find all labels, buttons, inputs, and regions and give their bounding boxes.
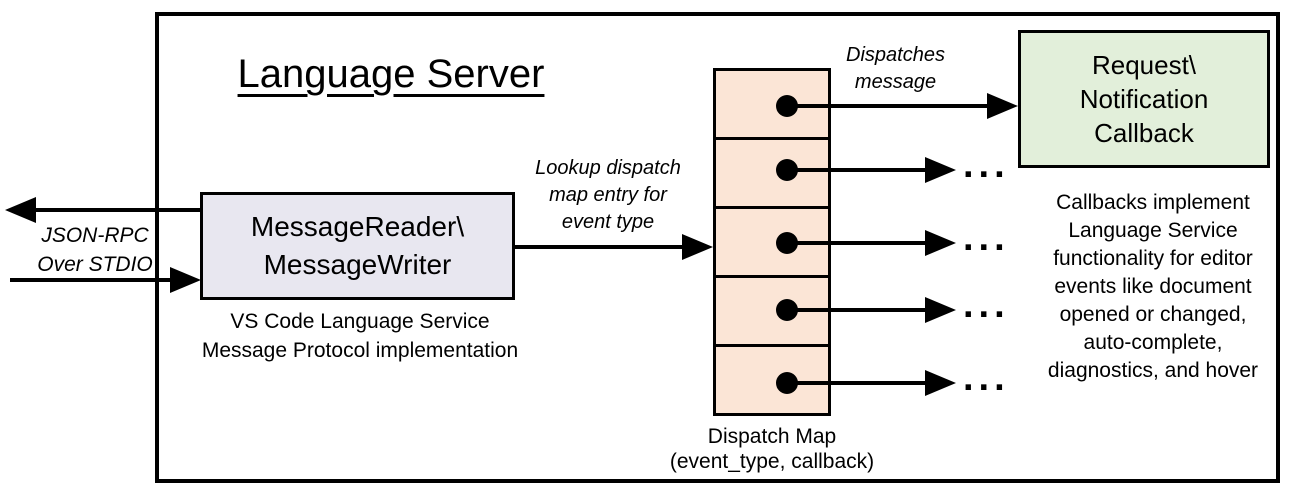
ellipsis-row-5: ... bbox=[963, 357, 1010, 399]
reader-box-caption: VS Code Language Service Message Protoco… bbox=[170, 307, 550, 365]
lookup-dispatch-label-line3: event type bbox=[561, 211, 655, 233]
callback-box-line2: Notification bbox=[1079, 84, 1209, 114]
dispatch-map-caption-line2: (event_type, callback) bbox=[669, 450, 875, 473]
dispatches-message-label-line1: Dispatches bbox=[846, 44, 945, 66]
message-reader-writer-box: MessageReader\ MessageWriter bbox=[200, 192, 515, 300]
dispatches-message-label-line2: message bbox=[854, 71, 937, 93]
reader-box-caption-line1: VS Code Language Service bbox=[230, 310, 490, 333]
message-reader-label: MessageReader\ bbox=[250, 211, 465, 242]
dispatch-map-box bbox=[713, 68, 831, 416]
message-writer-label: MessageWriter bbox=[263, 249, 452, 280]
ellipsis-row-4: ... bbox=[963, 284, 1010, 326]
dispatch-map-caption-line1: Dispatch Map bbox=[707, 425, 837, 448]
callbacks-note: Callbacks implement Language Service fun… bbox=[1033, 189, 1273, 385]
ellipsis-row-2: ... bbox=[963, 144, 1010, 186]
io-protocol-label-line1: JSON-RPC bbox=[41, 224, 149, 247]
io-protocol-label-line2: Over STDIO bbox=[37, 253, 153, 276]
dispatch-map-cell-1 bbox=[716, 71, 828, 137]
diagram-title: Language Server bbox=[237, 52, 545, 96]
callbacks-note-line2: Language Service bbox=[1068, 219, 1238, 242]
dispatch-map-cell-5 bbox=[716, 344, 828, 413]
callbacks-note-line6: auto-complete, bbox=[1083, 331, 1223, 354]
dispatches-message-label: Dispatches message bbox=[833, 42, 958, 96]
callbacks-note-line1: Callbacks implement bbox=[1056, 191, 1250, 214]
callback-box-line1: Request\ bbox=[1091, 50, 1197, 80]
reader-box-caption-line2: Message Protocol implementation bbox=[201, 339, 519, 362]
io-protocol-label: JSON-RPC Over STDIO bbox=[20, 221, 170, 279]
dispatch-map-cell-2 bbox=[716, 137, 828, 206]
callbacks-note-line7: diagnostics, and hover bbox=[1047, 359, 1259, 382]
dispatch-map-cell-3 bbox=[716, 206, 828, 275]
callbacks-note-line3: functionality for editor bbox=[1053, 247, 1253, 270]
callback-box-line3: Callback bbox=[1094, 118, 1194, 148]
request-notification-callback-box: Request\ Notification Callback bbox=[1018, 30, 1270, 168]
dispatch-map-caption: Dispatch Map (event_type, callback) bbox=[650, 424, 894, 474]
stdio-out-arrowhead-icon bbox=[5, 197, 36, 223]
lookup-dispatch-label-line1: Lookup dispatch bbox=[535, 157, 681, 179]
ellipsis-row-3: ... bbox=[963, 217, 1010, 259]
callbacks-note-line5: opened or changed, bbox=[1059, 303, 1247, 326]
dispatch-map-cell-4 bbox=[716, 275, 828, 344]
lookup-dispatch-label: Lookup dispatch map entry for event type bbox=[518, 155, 698, 236]
callbacks-note-line4: events like document bbox=[1054, 275, 1252, 298]
lookup-dispatch-label-line2: map entry for bbox=[549, 184, 667, 206]
language-server-container-box bbox=[155, 12, 1280, 483]
